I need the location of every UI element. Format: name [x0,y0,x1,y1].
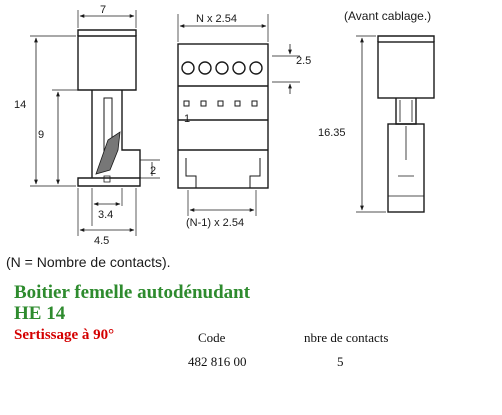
product-model: HE 14 [14,303,66,324]
table-cell-contacts: 5 [337,354,344,369]
dim-body-label: 9 [38,129,44,141]
product-subtitle: Sertissage à 90° [14,327,115,343]
dim-pitch-label: N x 2.54 [196,13,237,25]
side-view [77,29,141,187]
dim-pitch-bottom-label: (N-1) x 2.54 [186,217,244,229]
uncabled-view [377,35,435,213]
dim-slot-label: 2 [150,165,156,177]
technical-drawing: 7 N x 2.54 (Avant cablage.) 14 9 2 3.4 4… [14,4,435,247]
dim-top-label: 2.5 [296,55,311,67]
dim-width-label: 7 [100,4,106,16]
table-header-code: Code [198,330,226,345]
pin-one-label: 1 [184,113,190,125]
contacts-note: (N = Nombre de contacts). [6,254,171,270]
front-view [177,43,269,189]
table-cell-code: 482 816 00 [188,354,247,369]
dim-total-label: 16.35 [318,127,346,139]
avant-cablage-label: (Avant cablage.) [344,9,431,23]
product-title: Boitier femelle autodénudant [14,282,251,303]
dim-inner-label: 3.4 [98,209,113,221]
dim-outer-label: 4.5 [94,235,109,247]
dim-height-label: 14 [14,99,26,111]
table-header-contacts: nbre de contacts [304,330,389,345]
